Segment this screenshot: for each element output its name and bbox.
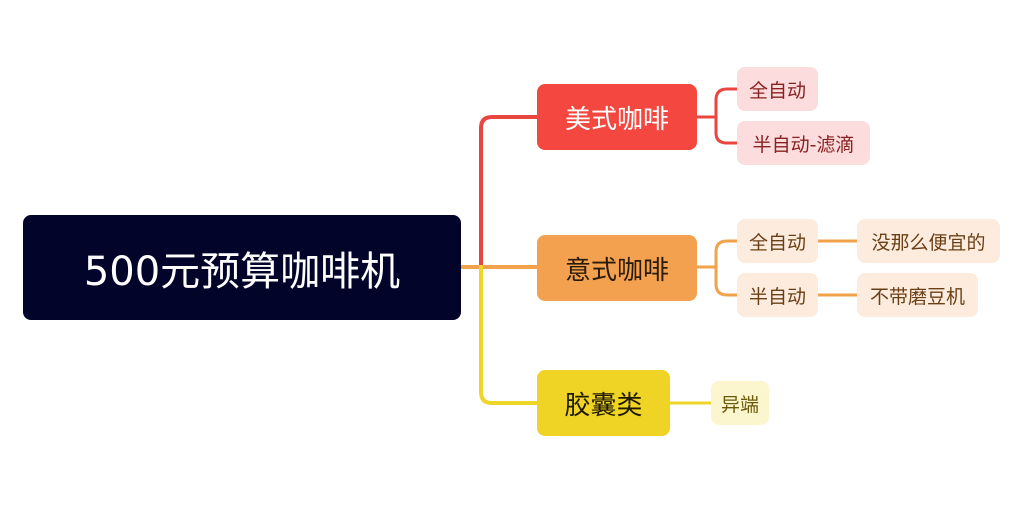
root-node[interactable]: 500元预算咖啡机 (23, 215, 461, 320)
connector-root-to-americano (459, 115, 539, 269)
leaf-espresso-semi-auto[interactable]: 半自动 (737, 273, 818, 317)
connector-root-to-capsule (479, 265, 539, 405)
connector-americano-to-semi-auto (714, 115, 739, 145)
connector-americano-to-full-auto (695, 87, 739, 119)
leaf-capsule-heretic[interactable]: 异端 (711, 381, 769, 425)
leaf-americano-full-auto[interactable]: 全自动 (737, 67, 818, 111)
branch-espresso[interactable]: 意式咖啡 (537, 235, 697, 301)
connector-espresso-to-semi-auto (714, 265, 739, 297)
leaf-not-that-cheap[interactable]: 没那么便宜的 (857, 219, 1000, 263)
leaf-without-grinder[interactable]: 不带磨豆机 (857, 273, 978, 317)
branch-americano[interactable]: 美式咖啡 (537, 84, 697, 150)
branch-capsule[interactable]: 胶囊类 (537, 370, 670, 436)
leaf-espresso-full-auto[interactable]: 全自动 (737, 219, 818, 263)
connector-espresso-to-full-auto (695, 239, 739, 269)
leaf-americano-semi-auto-drip[interactable]: 半自动-滤滴 (737, 121, 870, 165)
